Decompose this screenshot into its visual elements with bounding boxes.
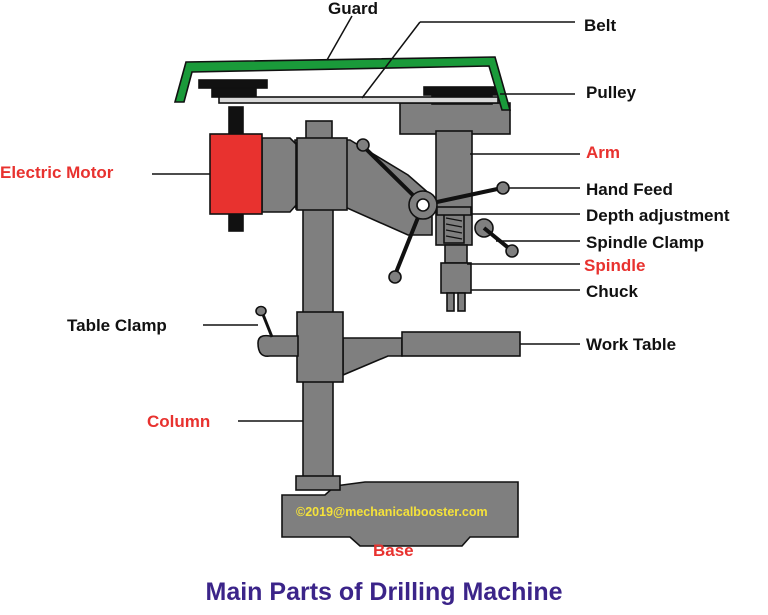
depth-adjust-cap [436,206,472,216]
copyright-watermark: ©2019@mechanicalbooster.com [296,505,488,519]
chuck-jaw-right [457,292,466,312]
label-spindle-clamp: Spindle Clamp [586,233,705,252]
belt-shape [218,96,499,104]
column-foot [295,475,341,491]
label-belt: Belt [584,16,617,35]
label-spindle: Spindle [584,256,646,275]
leader-lines [152,15,580,422]
chuck-jaw-left [446,292,455,312]
table-clamp-knob [255,305,267,317]
label-chuck: Chuck [586,282,638,301]
handle-knob-2 [496,181,510,195]
handle-knob-1 [356,138,370,152]
label-base: Base [373,541,414,560]
label-depth-adjustment: Depth adjustment [586,206,730,225]
spindle-clamp-knob [505,244,519,258]
spindle-shape [444,244,468,264]
chuck-shape [440,262,472,294]
table-support [342,337,403,377]
label-work-table: Work Table [586,335,677,354]
table-collar [296,311,344,383]
pulley-housing [399,102,511,135]
electric-motor-shape [209,133,263,215]
spindle-pulley-top [423,86,501,96]
work-table-shape [401,331,521,357]
label-hand-feed: Hand Feed [586,180,673,199]
label-pulley: Pulley [586,83,637,102]
handle-knob-3 [388,270,402,284]
depth-adjust-thread [445,217,463,240]
motor-pulley-mid [211,87,257,98]
diagram-title: Main Parts of Drilling Machine [205,578,563,606]
guard-shape [173,56,512,111]
label-electric-motor: Electric Motor [0,163,114,182]
label-table-clamp: Table Clamp [67,316,167,335]
spindle-clamp-lever [482,226,513,252]
label-guard: Guard [328,0,379,18]
column-lower [302,377,334,485]
head-neck [261,137,299,213]
head-body [296,137,348,211]
table-clamp-shape [257,334,299,358]
table-clamp-rod [260,311,274,338]
column-upper [302,204,334,318]
label-column: Column [147,412,211,431]
motor-pulley-top [198,79,268,89]
hand-feed-hub-inner [416,198,430,212]
label-arm: Arm [586,143,621,162]
